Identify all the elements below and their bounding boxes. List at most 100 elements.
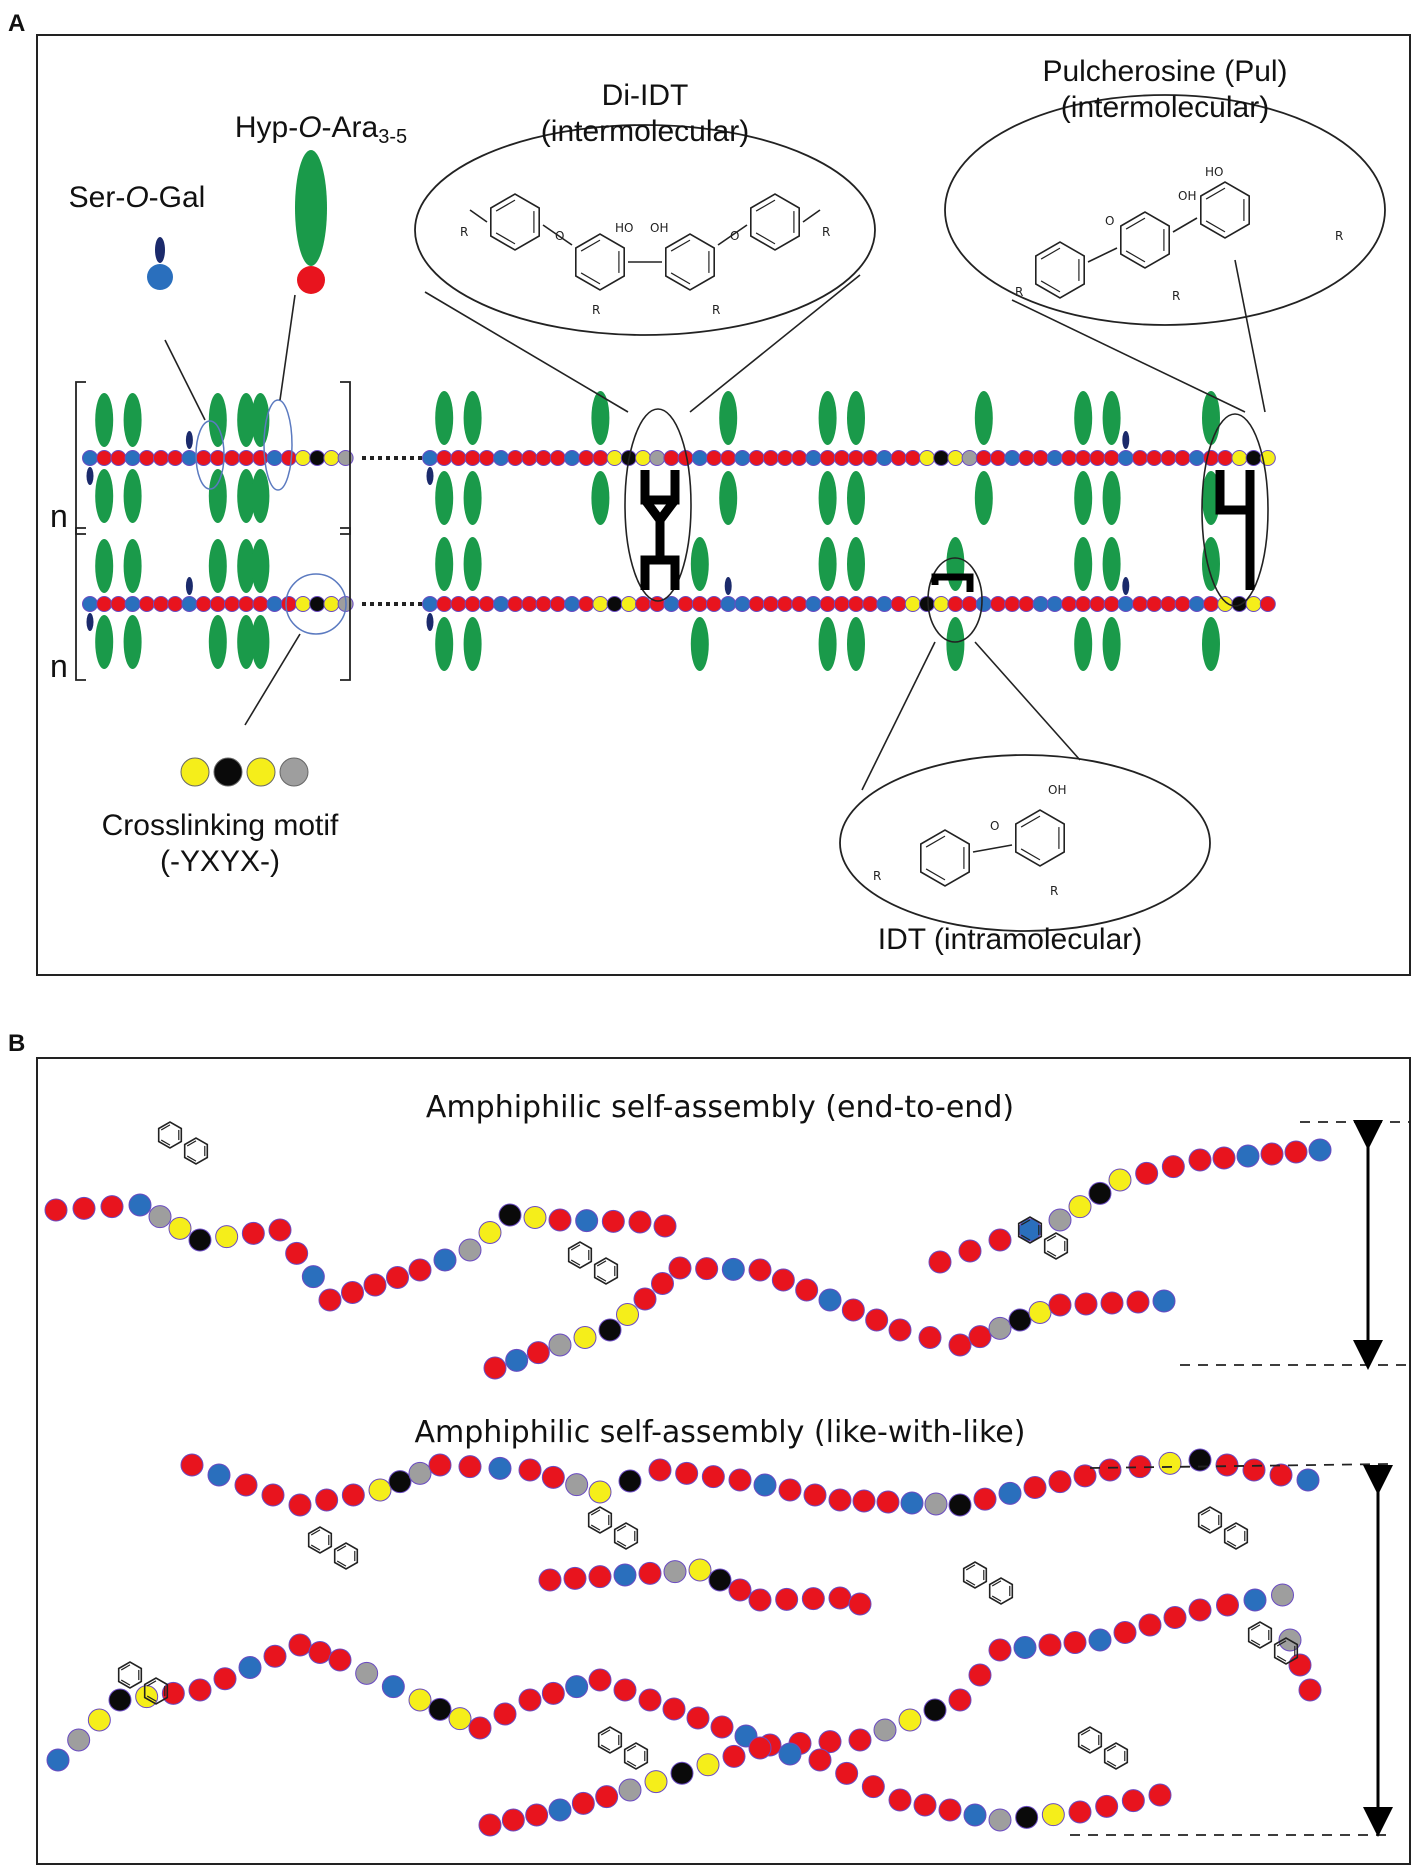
residue-bead — [833, 596, 850, 612]
residue-bead — [635, 596, 651, 612]
residue-bead — [686, 1706, 710, 1730]
arabinose-oligosaccharide — [251, 469, 270, 523]
residue-bead — [998, 1481, 1022, 1505]
crosslink-ring — [623, 1742, 649, 1770]
bond — [1087, 247, 1118, 263]
residue-bead — [318, 1288, 342, 1312]
double-bond — [670, 272, 691, 285]
double-bond — [1125, 250, 1146, 263]
residue-bead — [135, 1685, 159, 1709]
residue-bead — [82, 450, 98, 466]
ser-highlight — [195, 420, 225, 490]
crosslink-ring — [1077, 1726, 1103, 1754]
residue-bead — [1163, 1606, 1187, 1629]
residue-bead — [1161, 1155, 1185, 1179]
residue-bead — [1174, 596, 1191, 612]
double-bond — [755, 199, 776, 212]
residue-bead — [268, 1218, 292, 1242]
residue-bead — [1132, 596, 1148, 612]
residue-bead — [691, 596, 708, 612]
residue-bead — [1126, 1290, 1150, 1314]
crosslink-ring — [1197, 1506, 1223, 1534]
arabinose-oligosaccharide — [1102, 537, 1121, 591]
residue-bead — [288, 1493, 312, 1517]
atom-label: O — [1105, 214, 1114, 228]
benzene-ring — [1120, 211, 1170, 269]
residue-bead — [263, 1644, 287, 1668]
residue-bead — [904, 596, 921, 612]
di-idt-site-ellipse — [624, 408, 692, 602]
double-bond — [991, 1595, 1002, 1602]
residue-bead — [961, 450, 978, 466]
residue-bead — [933, 450, 950, 466]
double-bond — [590, 1509, 601, 1516]
residue-bead — [988, 1808, 1012, 1832]
residue-bead — [841, 1298, 865, 1322]
arabinose-oligosaccharide — [435, 537, 454, 591]
residue-bead — [613, 1678, 637, 1702]
residue-bead — [538, 1568, 562, 1592]
ser-o-gal-label: Ser-O-Gal — [68, 181, 206, 214]
residue-bead — [450, 450, 467, 466]
bond — [469, 209, 488, 223]
residue-bead — [1113, 1621, 1137, 1644]
crosslink-ring — [143, 1677, 169, 1705]
residue-bead — [285, 1241, 309, 1265]
residue-bead — [734, 596, 751, 612]
residue-bead — [1138, 1613, 1162, 1637]
arabinose-oligosaccharide — [123, 393, 142, 447]
residue-bead — [523, 1206, 547, 1229]
residue-bead — [924, 1492, 948, 1516]
residue-bead — [565, 1675, 589, 1699]
residue-bead — [1117, 450, 1134, 466]
residue-bead — [706, 450, 722, 466]
residue-bead — [1188, 1148, 1212, 1172]
double-bond — [1200, 1524, 1211, 1531]
crosslink-ring — [307, 1526, 333, 1554]
residue-bead — [1023, 1476, 1047, 1499]
residue-bead — [918, 1326, 942, 1349]
arabinose-oligosaccharide — [463, 471, 482, 525]
residue-bead — [938, 1798, 962, 1822]
residue-bead — [833, 450, 850, 466]
arabinose-oligosaccharide — [847, 391, 865, 445]
residue-bead — [1061, 596, 1077, 612]
residue-bead — [195, 450, 212, 466]
atom-label: O — [990, 819, 999, 833]
residue-bead — [1103, 596, 1120, 612]
atom-label: R — [1050, 884, 1058, 898]
residue-bead — [876, 596, 893, 612]
atom-label: HO — [1205, 165, 1223, 179]
double-bond — [965, 1579, 976, 1586]
arabinose-oligosaccharide — [463, 537, 482, 591]
residue-bead — [578, 596, 595, 612]
double-bond — [626, 1760, 637, 1767]
residue-bead — [644, 1770, 668, 1794]
repeat-bracket-left — [75, 527, 86, 681]
double-bond — [626, 1745, 637, 1752]
residue-bead — [606, 596, 623, 612]
residue-bead — [1243, 1588, 1267, 1612]
hyp-o-ara-icon-sugar — [295, 150, 327, 266]
residue-bead — [100, 1195, 124, 1219]
residue-bead — [762, 596, 779, 612]
residue-bead — [791, 596, 808, 612]
residue-bead — [505, 1348, 529, 1372]
double-bond — [1226, 1540, 1237, 1547]
double-bond — [1106, 1760, 1117, 1767]
residue-bead — [721, 1257, 745, 1281]
bond — [717, 224, 748, 246]
double-bond — [1046, 1235, 1057, 1242]
galactose-sugar — [1122, 577, 1130, 595]
arabinose-oligosaccharide — [237, 615, 256, 669]
residue-bead — [148, 1205, 172, 1229]
residue-bead — [493, 450, 509, 466]
residue-bead — [458, 1455, 482, 1479]
residue-bead — [355, 1661, 379, 1685]
leader-ser — [164, 339, 206, 421]
residue-bead — [468, 1716, 492, 1740]
repeat-bracket-right — [340, 381, 351, 535]
residue-bead — [436, 450, 453, 466]
zoom-leader — [974, 641, 1081, 761]
